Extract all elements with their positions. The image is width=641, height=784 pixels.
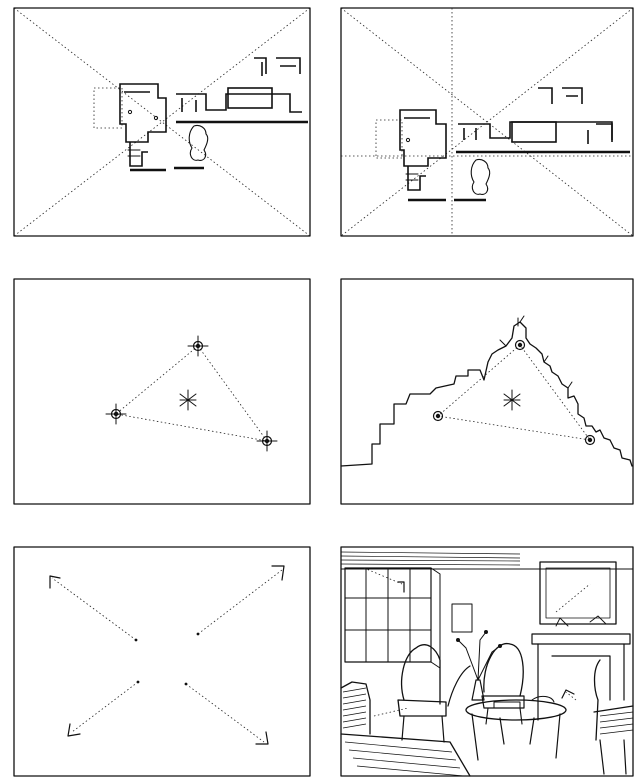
- panel-5-frame: [13, 546, 311, 777]
- panel-6-arrow-chair: [561, 689, 575, 699]
- panel-2-halves-composition: [340, 7, 634, 237]
- panel-3-focal-point-right: [256, 430, 278, 452]
- panel-6-right-chair: [593, 659, 634, 775]
- panel-4-frame: [340, 278, 634, 505]
- panel-3-triangle-focus: [13, 278, 311, 505]
- panel-4-focal-point-top: [514, 339, 526, 351]
- panel-6-arrow-window: [397, 581, 405, 593]
- panel-1-floor-plan: [93, 57, 308, 172]
- panel-3-center-asterisk: [179, 389, 197, 411]
- panel-6-interior-sketch: [340, 546, 634, 777]
- panel-4-triangle: [437, 344, 591, 441]
- panel-2-frame: [340, 7, 634, 237]
- panel-4-triangle-skyline: [340, 278, 634, 505]
- panel-1-frame: [13, 7, 311, 237]
- panel-4-focal-point-left: [432, 410, 444, 422]
- panel-6-vase-branches: [456, 630, 502, 701]
- panel-6-small-picture: [451, 603, 473, 633]
- panel-5-arrow-bottom-right: [184, 682, 269, 745]
- panel-5-outward-arrows: [13, 546, 311, 777]
- panel-3-triangle: [115, 345, 268, 442]
- panel-3-focal-point-left: [105, 403, 127, 425]
- panel-4-skyline: [340, 321, 633, 467]
- panel-6-armchair: [397, 644, 471, 743]
- panel-5-arrow-top-left: [49, 575, 138, 642]
- panel-4-focal-point-right: [584, 434, 596, 446]
- panel-6-fireplace: [531, 615, 631, 721]
- panel-6-coffee-table: [465, 695, 567, 761]
- panel-6-sofa: [340, 681, 471, 777]
- panel-6-side-chair: [481, 643, 525, 725]
- panel-2-floor-plan: [375, 87, 630, 202]
- panel-2-diagonal-b: [340, 7, 634, 237]
- panel-1-diagonal-composition: [13, 7, 311, 237]
- panel-6-ceiling: [340, 546, 634, 570]
- panel-5-arrow-bottom-left: [67, 680, 140, 737]
- panel-3-focal-point-top: [187, 335, 209, 357]
- panel-4-center-asterisk: [503, 389, 521, 411]
- panel-6-mirror: [539, 561, 617, 625]
- panel-3-frame: [13, 278, 311, 505]
- panel-5-arrow-top-right: [196, 565, 285, 636]
- panel-6-window: [344, 567, 441, 669]
